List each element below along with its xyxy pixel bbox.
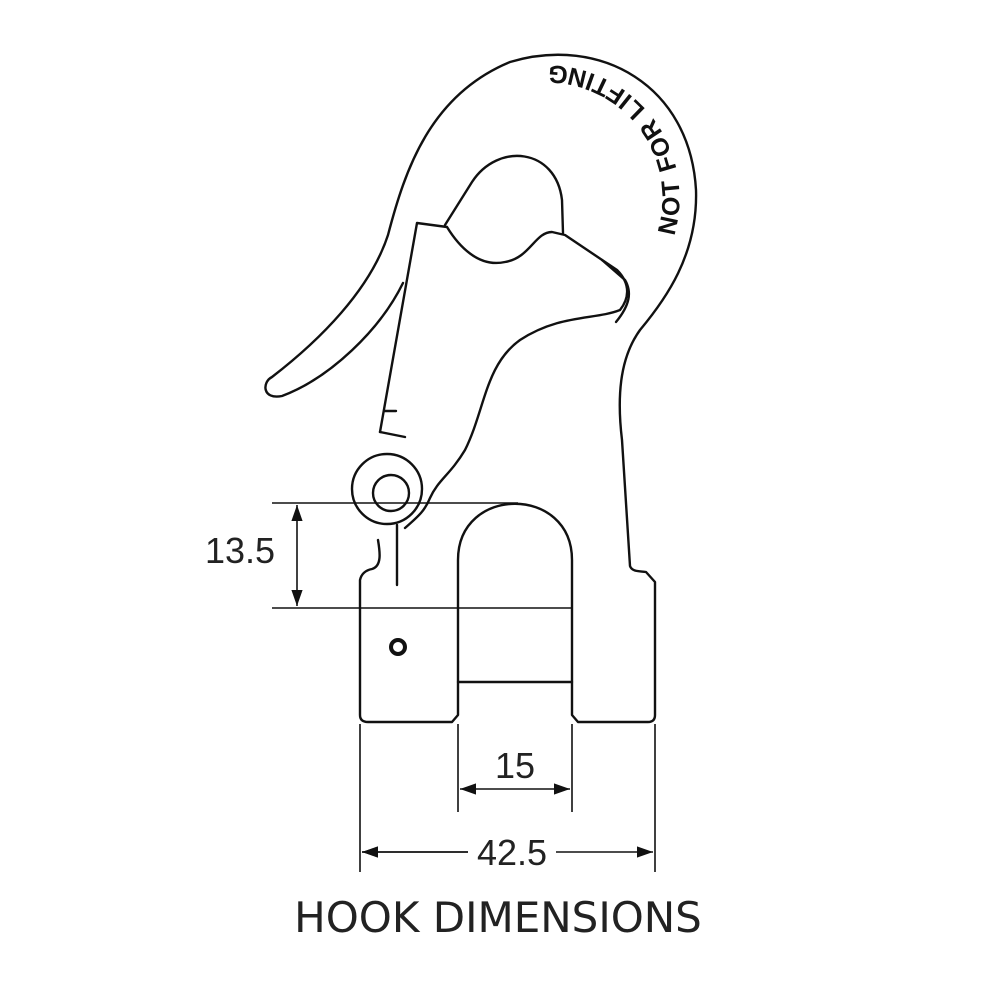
diagram-title: HOOK DIMENSIONS [294,893,702,942]
chain-slot [456,502,574,684]
pivot-ring-outer [350,452,424,526]
hook-warning-text: NOT FOR LIFTING [545,59,684,237]
latch-gate [378,221,629,530]
pivot-ring-inner [371,473,411,513]
svg-text:NOT FOR LIFTING: NOT FOR LIFTING [545,59,686,237]
dim-label-inner-width: 15 [495,745,535,786]
hook-throat [443,154,565,235]
latch-marks [378,409,407,439]
hook-outline [264,53,698,724]
rivet-icon [389,638,407,656]
latch-edge [600,258,631,324]
dim-label-outer-width: 42.5 [477,832,547,873]
dim-extension-15 [457,724,573,812]
dim-label-height: 13.5 [205,530,275,571]
